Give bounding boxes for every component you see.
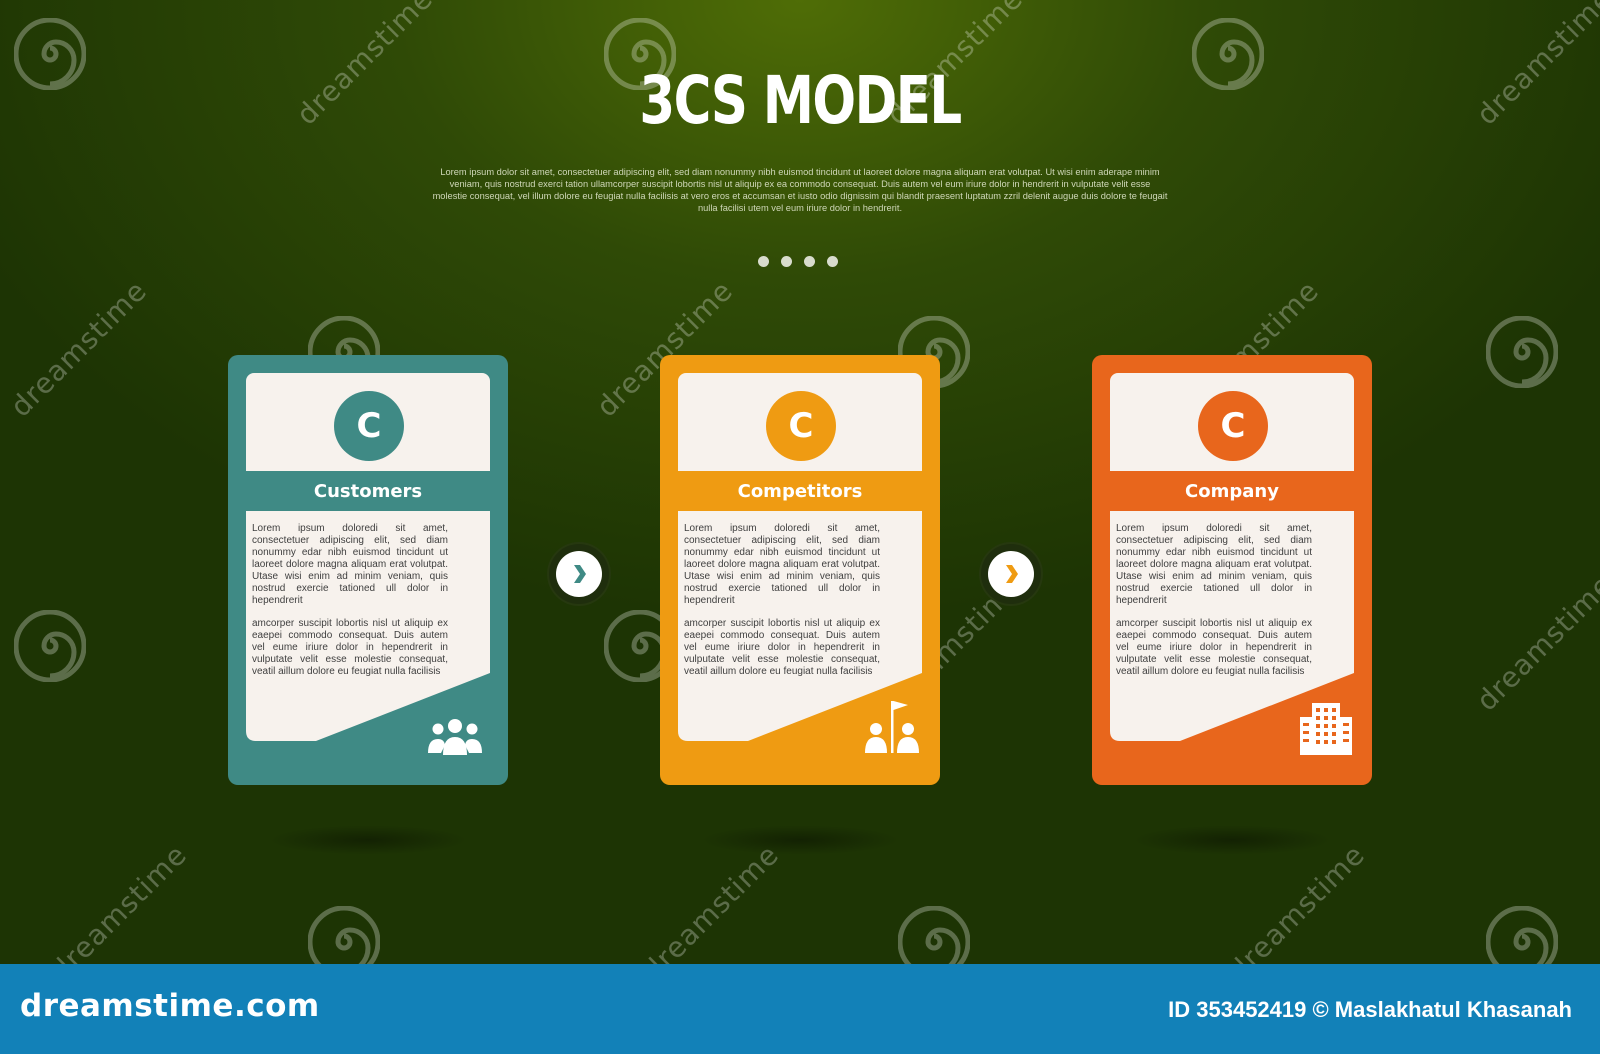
building-icon xyxy=(1298,703,1354,760)
dot-2 xyxy=(781,256,792,267)
people-group-icon xyxy=(428,717,482,760)
card-title: Customers xyxy=(313,481,423,502)
card-competitors: C Competitors Lorem ipsum doloredi sit a… xyxy=(660,355,940,855)
watermark-logo xyxy=(13,17,87,95)
card-customers: C Customers Lorem ipsum doloredi sit ame… xyxy=(228,355,508,855)
dot-3 xyxy=(804,256,815,267)
card-paragraph-2: amcorper suscipit lobortis nisl ut aliqu… xyxy=(252,618,448,677)
page-subtitle: Lorem ipsum dolor sit amet, consectetuer… xyxy=(432,167,1168,213)
footer-bar: dreamstime.com ID 353452419 © Maslakhatu… xyxy=(0,964,1600,1054)
chevron-right-icon xyxy=(1006,565,1018,583)
watermark-logo xyxy=(1485,315,1559,393)
footer-brand: dreamstime.com xyxy=(20,988,320,1024)
watermark-logo xyxy=(603,17,677,95)
card-shadow xyxy=(700,825,900,855)
c-badge: C xyxy=(334,391,404,461)
card-body-panel xyxy=(1110,511,1354,741)
watermark-text: dreamstime xyxy=(1470,568,1600,718)
card-body-panel xyxy=(678,511,922,741)
dot-4 xyxy=(827,256,838,267)
card-text: Lorem ipsum doloredi sit amet, consectet… xyxy=(1116,523,1312,689)
card-paragraph-2: amcorper suscipit lobortis nisl ut aliqu… xyxy=(684,618,880,677)
watermark-logo xyxy=(1485,905,1559,964)
card-paragraph-1: Lorem ipsum doloredi sit amet, consectet… xyxy=(1116,523,1312,606)
connector-arrow-2 xyxy=(981,544,1041,604)
chevron-right-icon xyxy=(574,565,586,583)
watermark-text: dreamstime xyxy=(1222,838,1372,964)
footer-credit: ID 353452419 © Maslakhatul Khasanah xyxy=(1168,997,1572,1022)
pagination-dots xyxy=(758,256,838,267)
dot-1 xyxy=(758,256,769,267)
c-badge: C xyxy=(1198,391,1268,461)
card-text: Lorem ipsum doloredi sit amet, consectet… xyxy=(252,523,448,689)
card-paragraph-1: Lorem ipsum doloredi sit amet, consectet… xyxy=(684,523,880,606)
connector-circle xyxy=(556,551,602,597)
card-text: Lorem ipsum doloredi sit amet, consectet… xyxy=(684,523,880,689)
card-title: Company xyxy=(1185,481,1279,502)
c-badge: C xyxy=(766,391,836,461)
card-title: Competitors xyxy=(737,481,863,502)
card-paragraph-1: Lorem ipsum doloredi sit amet, consectet… xyxy=(252,523,448,606)
watermark-text: dreamstime xyxy=(44,838,194,964)
watermark-text: dreamstime xyxy=(4,274,154,424)
watermark-text: dreamstime xyxy=(1470,0,1600,132)
watermark-logo xyxy=(1191,17,1265,95)
watermark-logo xyxy=(13,609,87,687)
card-shadow xyxy=(268,825,468,855)
watermark-text: dreamstime xyxy=(636,838,786,964)
competitors-flag-icon xyxy=(864,699,920,760)
card-body-panel xyxy=(246,511,490,741)
watermark-logo xyxy=(307,905,381,964)
card-paragraph-2: amcorper suscipit lobortis nisl ut aliqu… xyxy=(1116,618,1312,677)
watermark-logo xyxy=(897,905,971,964)
connector-arrow-1 xyxy=(549,544,609,604)
card-company: C Company Lorem ipsum doloredi sit amet,… xyxy=(1092,355,1372,855)
card-shadow xyxy=(1132,825,1332,855)
connector-circle xyxy=(988,551,1034,597)
infographic-canvas: dreamstime dreamstime dreamstime dreamstime… xyxy=(0,0,1600,964)
page-title: 3CS MODEL xyxy=(639,62,962,139)
